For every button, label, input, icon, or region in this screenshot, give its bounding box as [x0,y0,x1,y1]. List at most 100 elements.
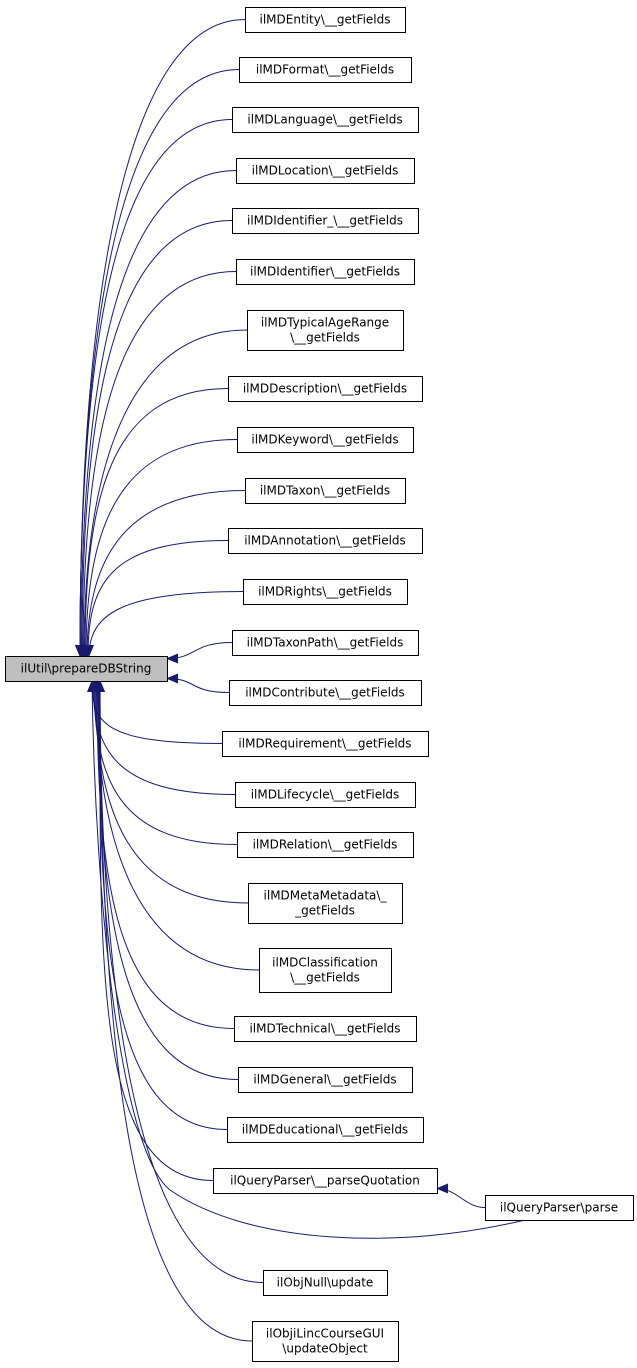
edge-caller-14 [87,680,223,744]
caller-node-13-box [229,680,422,706]
edge-caller-18 [91,680,260,971]
edge-caller-23 [95,680,264,1283]
caller-node-15[interactable]: ilMDLifecycle\__getFields [235,782,416,808]
caller-node-10-box [228,528,423,554]
caller-node-3[interactable]: ilMDLocation\__getFields [236,158,415,184]
caller-node-7-label: ilMDDescription\__getFields [243,382,407,396]
caller-node-6-label: \__getFields [290,331,360,345]
caller-node-24-box [252,1321,399,1362]
caller-node-11-label: ilMDRights\__getFields [258,585,392,599]
caller-node-13[interactable]: ilMDContribute\__getFields [229,680,422,706]
caller-node-19-box [234,1016,417,1042]
caller-node-12-box [232,630,419,656]
caller-node-7-box [228,376,423,402]
edge-caller-16 [89,680,238,845]
caller-node-6[interactable]: ilMDTypicalAgeRange\__getFields [247,310,404,351]
caller-node-14[interactable]: ilMDRequirement\__getFields [222,731,429,757]
caller-node-11[interactable]: ilMDRights\__getFields [243,579,408,605]
caller-node-16-label: ilMDRelation\__getFields [253,838,398,852]
caller-node-14-label: ilMDRequirement\__getFields [238,737,411,751]
caller-node-17-box [248,883,403,924]
caller-node-8[interactable]: ilMDKeyword\__getFields [237,427,414,453]
caller-node-4[interactable]: ilMDIdentifier_\__getFields [232,208,419,234]
caller-node-12-label: ilMDTaxonPath\__getFields [247,636,404,650]
caller-node-22[interactable]: ilQueryParser\__parseQuotation [213,1168,438,1194]
caller-node-20[interactable]: ilMDGeneral\__getFields [238,1067,413,1093]
edge-caller-24 [95,680,253,1342]
caller-node-8-label: ilMDKeyword\__getFields [251,433,398,447]
caller-node-9-label: ilMDTaxon\__getFields [260,484,390,498]
edge-caller-7 [80,388,229,657]
secondary-node[interactable]: ilQueryParser\parse [485,1195,634,1221]
caller-node-11-box [243,579,408,605]
caller-node-15-label: ilMDLifecycle\__getFields [251,788,400,802]
caller-node-23-box [263,1270,388,1296]
caller-node-18-box [259,948,392,993]
edges-layer [75,19,526,1342]
caller-node-3-box [236,158,415,184]
caller-node-1[interactable]: ilMDFormat\__getFields [239,57,412,83]
caller-node-4-box [232,208,419,234]
root-node-label: ilUtil\prepareDBString [21,662,152,676]
caller-node-19-label: ilMDTechnical\__getFields [249,1022,400,1036]
edge-caller-17 [90,680,249,904]
caller-node-16[interactable]: ilMDRelation\__getFields [237,832,414,858]
caller-node-0[interactable]: ilMDEntity\__getFields [245,7,406,33]
edge-caller-3 [76,170,237,657]
caller-node-24-label: \updateObject [282,1342,368,1356]
caller-node-9-box [245,478,406,504]
caller-node-0-label: ilMDEntity\__getFields [260,13,391,27]
caller-node-24-label: ilObjiLincCourseGUI [266,1327,384,1341]
caller-node-21-box [227,1117,424,1143]
caller-node-14-box [222,731,429,757]
edge-secondary-to-parsequotation [436,1183,486,1208]
edge-caller-11 [84,591,244,657]
edge-caller-22 [94,680,214,1181]
caller-node-17-label: ilMDMetaMetadata\_ [264,889,388,903]
nodes-layer: ilUtil\prepareDBString ilMDEntity\__getFi… [5,7,634,1362]
caller-node-21-label: ilMDEducational\__getFields [242,1123,408,1137]
root-node[interactable]: ilUtil\prepareDBString [5,656,168,682]
edge-caller-19 [92,680,235,1029]
caller-node-18-label: \__getFields [290,971,360,985]
caller-node-1-label: ilMDFormat\__getFields [256,63,394,77]
caller-node-4-label: ilMDIdentifier_\__getFields [247,214,403,228]
caller-node-6-label: ilMDTypicalAgeRange [261,316,389,330]
edge-caller-2 [75,119,233,657]
caller-node-7[interactable]: ilMDDescription\__getFields [228,376,423,402]
edge-caller-5 [78,271,237,657]
edge-caller-8 [81,439,238,657]
caller-node-3-label: ilMDLocation\__getFields [252,164,399,178]
caller-node-12[interactable]: ilMDTaxonPath\__getFields [232,630,419,656]
caller-node-15-box [235,782,416,808]
edge-caller-0 [75,19,246,657]
caller-node-17[interactable]: ilMDMetaMetadata\__getFields [248,883,403,924]
caller-node-21[interactable]: ilMDEducational\__getFields [227,1117,424,1143]
caller-node-9[interactable]: ilMDTaxon\__getFields [245,478,406,504]
caller-node-2-label: ilMDLanguage\__getFields [247,113,402,127]
caller-node-16-box [237,832,414,858]
caller-node-10[interactable]: ilMDAnnotation\__getFields [228,528,423,554]
edge-caller-6 [79,329,248,657]
caller-node-5-box [236,259,415,285]
edge-caller-1 [75,69,240,657]
caller-node-19[interactable]: ilMDTechnical\__getFields [234,1016,417,1042]
caller-node-22-box [213,1168,438,1194]
caller-node-23[interactable]: ilObjNull\update [263,1270,388,1296]
caller-node-20-box [238,1067,413,1093]
caller-node-0-box [245,7,406,33]
secondary-node-box [485,1195,634,1221]
caller-node-5[interactable]: ilMDIdentifier\__getFields [236,259,415,285]
caller-node-22-label: ilQueryParser\__parseQuotation [230,1174,420,1188]
caller-node-18[interactable]: ilMDClassification\__getFields [259,948,392,993]
caller-node-23-label: ilObjNull\update [277,1276,374,1290]
caller-node-24[interactable]: ilObjiLincCourseGUI\updateObject [252,1321,399,1362]
caller-node-20-label: ilMDGeneral\__getFields [253,1073,396,1087]
caller-node-6-box [247,310,404,351]
edge-secondary-to-root [87,680,526,1239]
edge-caller-10 [83,540,229,657]
edge-caller-15 [88,680,236,795]
caller-node-2[interactable]: ilMDLanguage\__getFields [232,107,419,133]
caller-node-1-box [239,57,412,83]
